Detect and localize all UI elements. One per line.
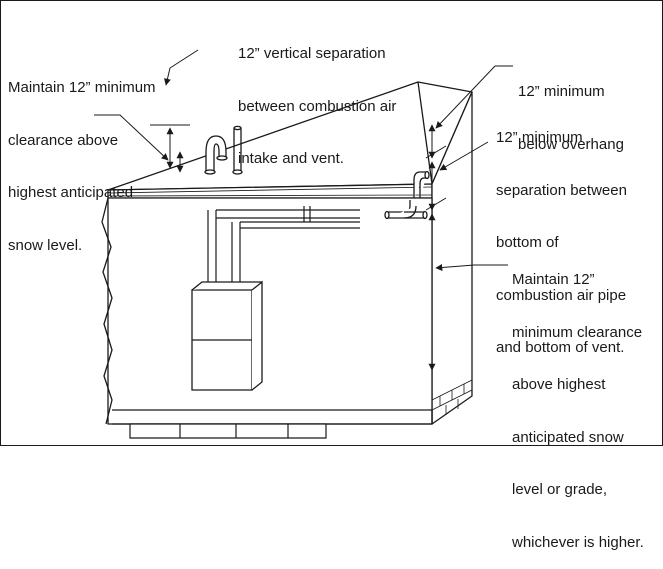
side-wall-pipes (384, 170, 430, 220)
note-snow-clearance-top: Maintain 12” minimum clearance above hig… (8, 79, 156, 254)
note-snow-grade-clearance: Maintain 12” minimum clearance above hig… (512, 271, 644, 551)
brick-base (431, 379, 473, 415)
venting-clearance-diagram (94, 49, 513, 439)
note-below-overhang: 12” minimum below overhang (518, 83, 624, 153)
foundation-blocks (129, 423, 327, 439)
roof-vent-pipes (204, 125, 243, 175)
roof-hatch (109, 186, 433, 197)
leader-lines (94, 49, 513, 271)
front-wall (107, 197, 433, 425)
note-vertical-separation: 12” vertical separation between combusti… (238, 45, 397, 167)
interior-piping (207, 206, 360, 282)
dimension-lines (150, 124, 447, 371)
furnace (191, 280, 263, 391)
cut-edge (101, 197, 113, 425)
note-pipe-separation: 12” minimum separation between bottom of… (496, 129, 627, 356)
